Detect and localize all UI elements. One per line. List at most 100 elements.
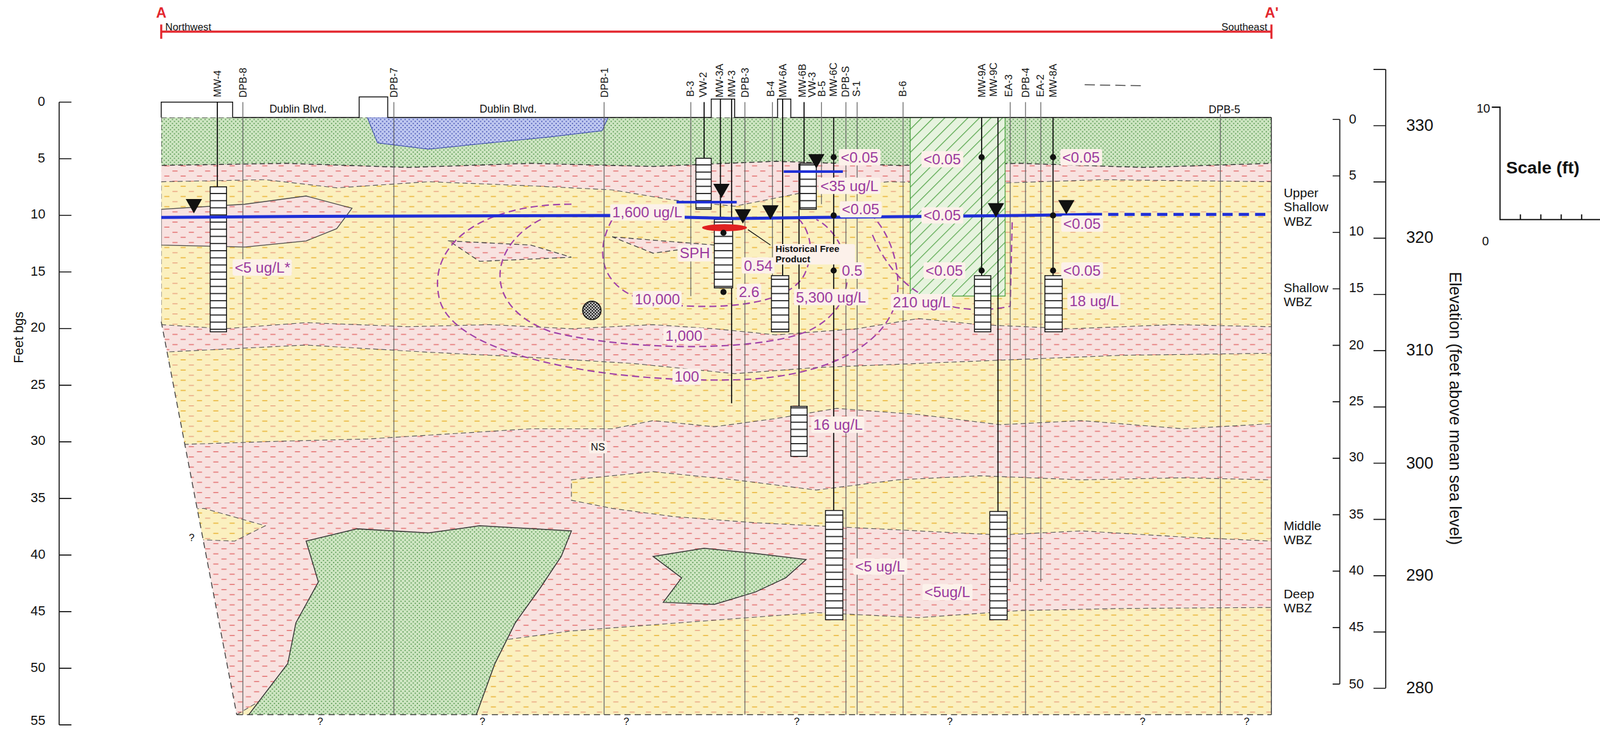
well-casing [216, 102, 218, 187]
street-label: DPB-5 [1208, 102, 1241, 116]
concentration-label: <5 ug/L* [232, 258, 293, 276]
axis [1332, 119, 1341, 685]
well-screen [989, 511, 1008, 620]
well-casing [1052, 117, 1054, 276]
axis-tick-label: 40 [1349, 563, 1364, 579]
sand-layer [571, 471, 1272, 542]
concentration-contour [437, 203, 899, 380]
concentration-label: 10,000 [632, 290, 683, 308]
section-outline [1084, 84, 1143, 86]
concentration-label: 1,600 ug/L [610, 203, 685, 221]
water-level-symbol [808, 153, 825, 168]
street-label: Dublin Blvd. [479, 102, 537, 115]
axis-tick-label: 45 [1349, 619, 1364, 635]
concentration-label: 2.6 [737, 282, 762, 301]
direction-label: Southeast [1221, 21, 1268, 33]
gravel-layer [653, 548, 806, 605]
axis-tick-label: 45 [30, 603, 46, 619]
boring-line [1220, 114, 1221, 715]
unknown-mark: ? [479, 715, 486, 728]
well-label: DPB-8 [237, 66, 249, 97]
water-level-symbol [1058, 200, 1075, 215]
axis-tick-label: 50 [30, 660, 46, 676]
boring-line [1024, 102, 1026, 715]
axis-tick-label: 25 [30, 377, 46, 393]
well-casing [703, 102, 705, 159]
sand-layer [161, 179, 1272, 335]
sample-point [1049, 153, 1056, 161]
unknown-mark: ? [623, 715, 629, 728]
axis [58, 102, 60, 725]
concentration-label: 18 ug/L [1067, 292, 1122, 310]
axis-tick-label: 25 [1349, 393, 1364, 409]
well-label: MW-3A [714, 63, 725, 98]
concentration-contour [500, 219, 848, 347]
sample-point [1049, 212, 1056, 219]
axis-title: Elevation (feet above mean sea level) [1446, 271, 1464, 545]
zone-label: Deep WBZ [1283, 586, 1335, 616]
sample-point [830, 153, 837, 161]
section-line [160, 24, 162, 39]
section-line [1270, 24, 1272, 39]
unknown-mark: ? [317, 715, 323, 728]
concentration-label: SPH [677, 244, 713, 262]
scale-title: Scale (ft) [1506, 158, 1580, 179]
axis-tick-label: 15 [30, 264, 46, 280]
axis-tick-label: 5 [1349, 167, 1357, 184]
grab-sample-symbol [582, 301, 601, 320]
water-level-symbol [713, 183, 730, 198]
section-end-label: A' [1264, 4, 1279, 21]
well-label: MW-6A [777, 63, 789, 98]
axis-tick-label: 30 [1349, 450, 1364, 466]
concentration-contour [437, 203, 1013, 380]
axis-tick-label: 10 [30, 207, 46, 223]
elevation-tick-label: 290 [1405, 566, 1434, 586]
well-label: DPB-7 [388, 66, 400, 97]
well-label: MW-3 [726, 69, 738, 97]
well-label: B-5 [817, 80, 828, 97]
axis-tick-label: 0 [1349, 111, 1357, 128]
well-label: DPB-S [840, 65, 851, 97]
well-casing [997, 117, 999, 512]
concentration-label: 100 [672, 368, 702, 386]
concentration-label: <0.05 [1061, 261, 1103, 279]
well-screen [825, 510, 843, 620]
concentration-label: <0.05 [921, 150, 963, 168]
zone-label: Middle WBZ [1283, 517, 1335, 548]
axis [1385, 69, 1387, 688]
axis [59, 69, 1386, 725]
well-casing [981, 117, 983, 276]
well-screen [1044, 275, 1063, 332]
axis-tick-label: 5 [37, 150, 46, 167]
elevation-tick-label: 310 [1405, 341, 1434, 361]
axis-tick-label: 35 [30, 490, 46, 506]
water-table [161, 171, 1272, 219]
sample-point [830, 212, 837, 219]
well-screen [209, 186, 227, 332]
elevation-tick-label: 330 [1405, 116, 1434, 136]
boring-line [393, 102, 395, 715]
scale-bar [1491, 107, 1600, 220]
leader-line [747, 229, 771, 245]
unknown-mark: ? [1243, 715, 1250, 728]
elevation-tick-label: 280 [1405, 678, 1434, 698]
concentration-label: <5ug/L [922, 583, 973, 601]
sample-point [720, 289, 727, 296]
excavation-backfill [910, 117, 1006, 297]
well-casing [833, 117, 835, 511]
water-table [783, 170, 843, 173]
axis-tick-label: 55 [30, 713, 46, 729]
sand-layer [161, 508, 266, 543]
concentration-label: <35 ug/L [818, 177, 881, 195]
well-casing [798, 163, 800, 406]
street-label: Dublin Blvd. [269, 102, 327, 115]
unknown-mark: ? [1139, 715, 1146, 728]
well-label: MW-9C [988, 62, 999, 98]
axis-tick-label: 30 [30, 433, 46, 450]
well-label: B-4 [766, 80, 777, 97]
concentration-label: 210 ug/L [890, 293, 953, 311]
sample-point [720, 153, 1057, 295]
clay-layer [152, 112, 1276, 725]
axis-tick-label: 40 [30, 547, 46, 563]
sand-layer [161, 345, 1272, 445]
